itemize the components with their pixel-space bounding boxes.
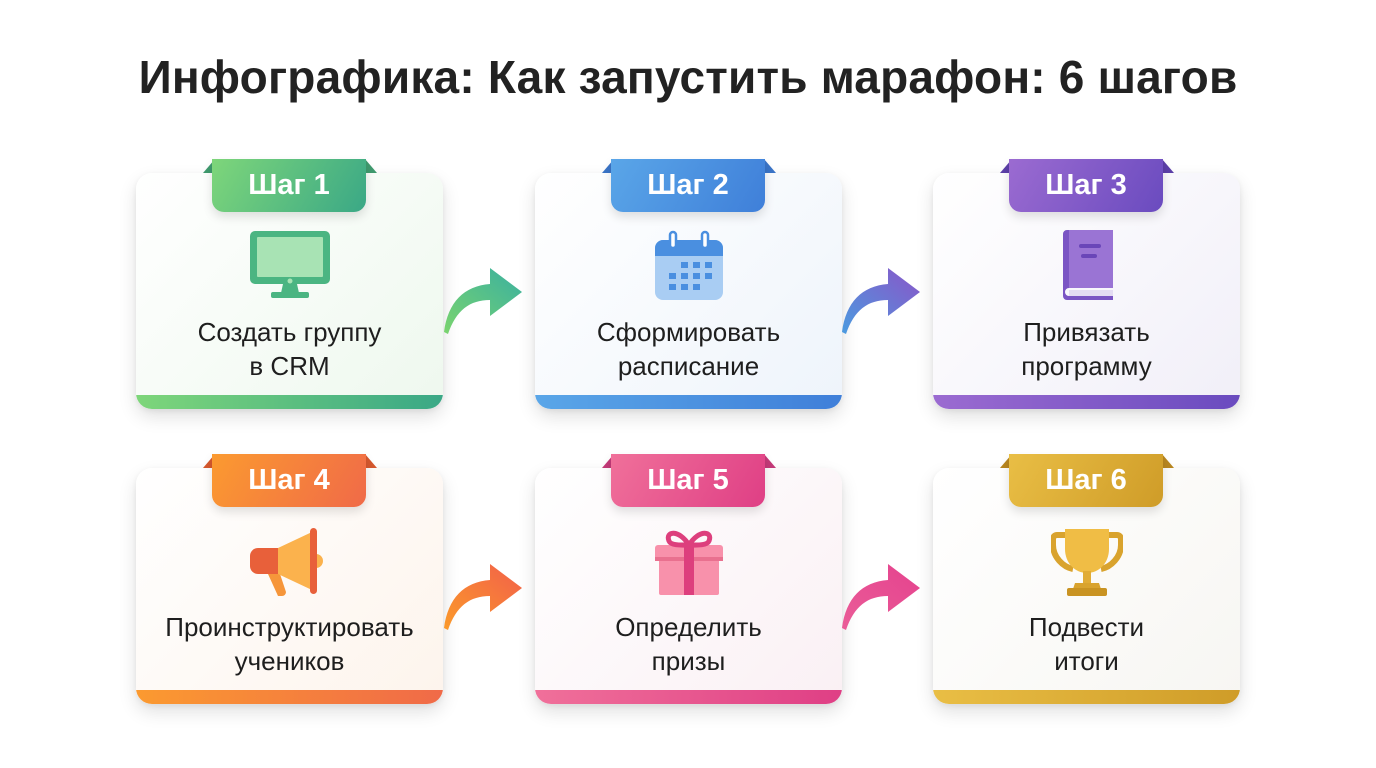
step-tab-1: Шаг 1 [212, 159, 366, 212]
step-card-3: Шаг 3 Привязать программу [933, 159, 1240, 409]
step-card-6: Шаг 6 Подвести итоги [933, 454, 1240, 704]
trophy-icon [1045, 523, 1129, 599]
arrow-right-icon [444, 268, 522, 334]
step-label-4: Проинструктировать учеников [165, 612, 414, 676]
step-label-3: Привязать программу [1021, 317, 1152, 381]
arrow-right-icon [444, 564, 522, 630]
step-card-5: Шаг 5 Определить призы [535, 454, 842, 704]
step-tab-3: Шаг 3 [1009, 159, 1163, 212]
card-accent-bar [933, 690, 1240, 704]
arrow-right-icon [842, 268, 920, 334]
step-tab-2: Шаг 2 [611, 159, 765, 212]
step-label-5: Определить призы [615, 612, 762, 676]
step-card-1: Шаг 1 Создать группу в CRM [136, 159, 443, 409]
step-tab-4: Шаг 4 [212, 454, 366, 507]
step-card-2: Шаг 2 Сформировать расписание [535, 159, 842, 409]
card-accent-bar [136, 690, 443, 704]
step-tab-6: Шаг 6 [1009, 454, 1163, 507]
gift-icon [647, 523, 731, 599]
card-accent-bar [535, 690, 842, 704]
step-label-2: Сформировать расписание [596, 317, 781, 381]
arrow-right-icon [842, 564, 920, 630]
page-title: Инфографика: Как запустить марафон: 6 ша… [138, 51, 1238, 103]
megaphone-icon [248, 523, 332, 599]
book-icon [1045, 228, 1129, 304]
monitor-icon [248, 228, 332, 304]
calendar-icon [647, 228, 731, 304]
card-accent-bar [535, 395, 842, 409]
step-card-4: Шаг 4 Проинструктировать учеников [136, 454, 443, 704]
step-tab-5: Шаг 5 [611, 454, 765, 507]
step-label-1: Создать группу в CRM [197, 317, 382, 381]
card-accent-bar [136, 395, 443, 409]
card-accent-bar [933, 395, 1240, 409]
step-label-6: Подвести итоги [1028, 612, 1145, 676]
